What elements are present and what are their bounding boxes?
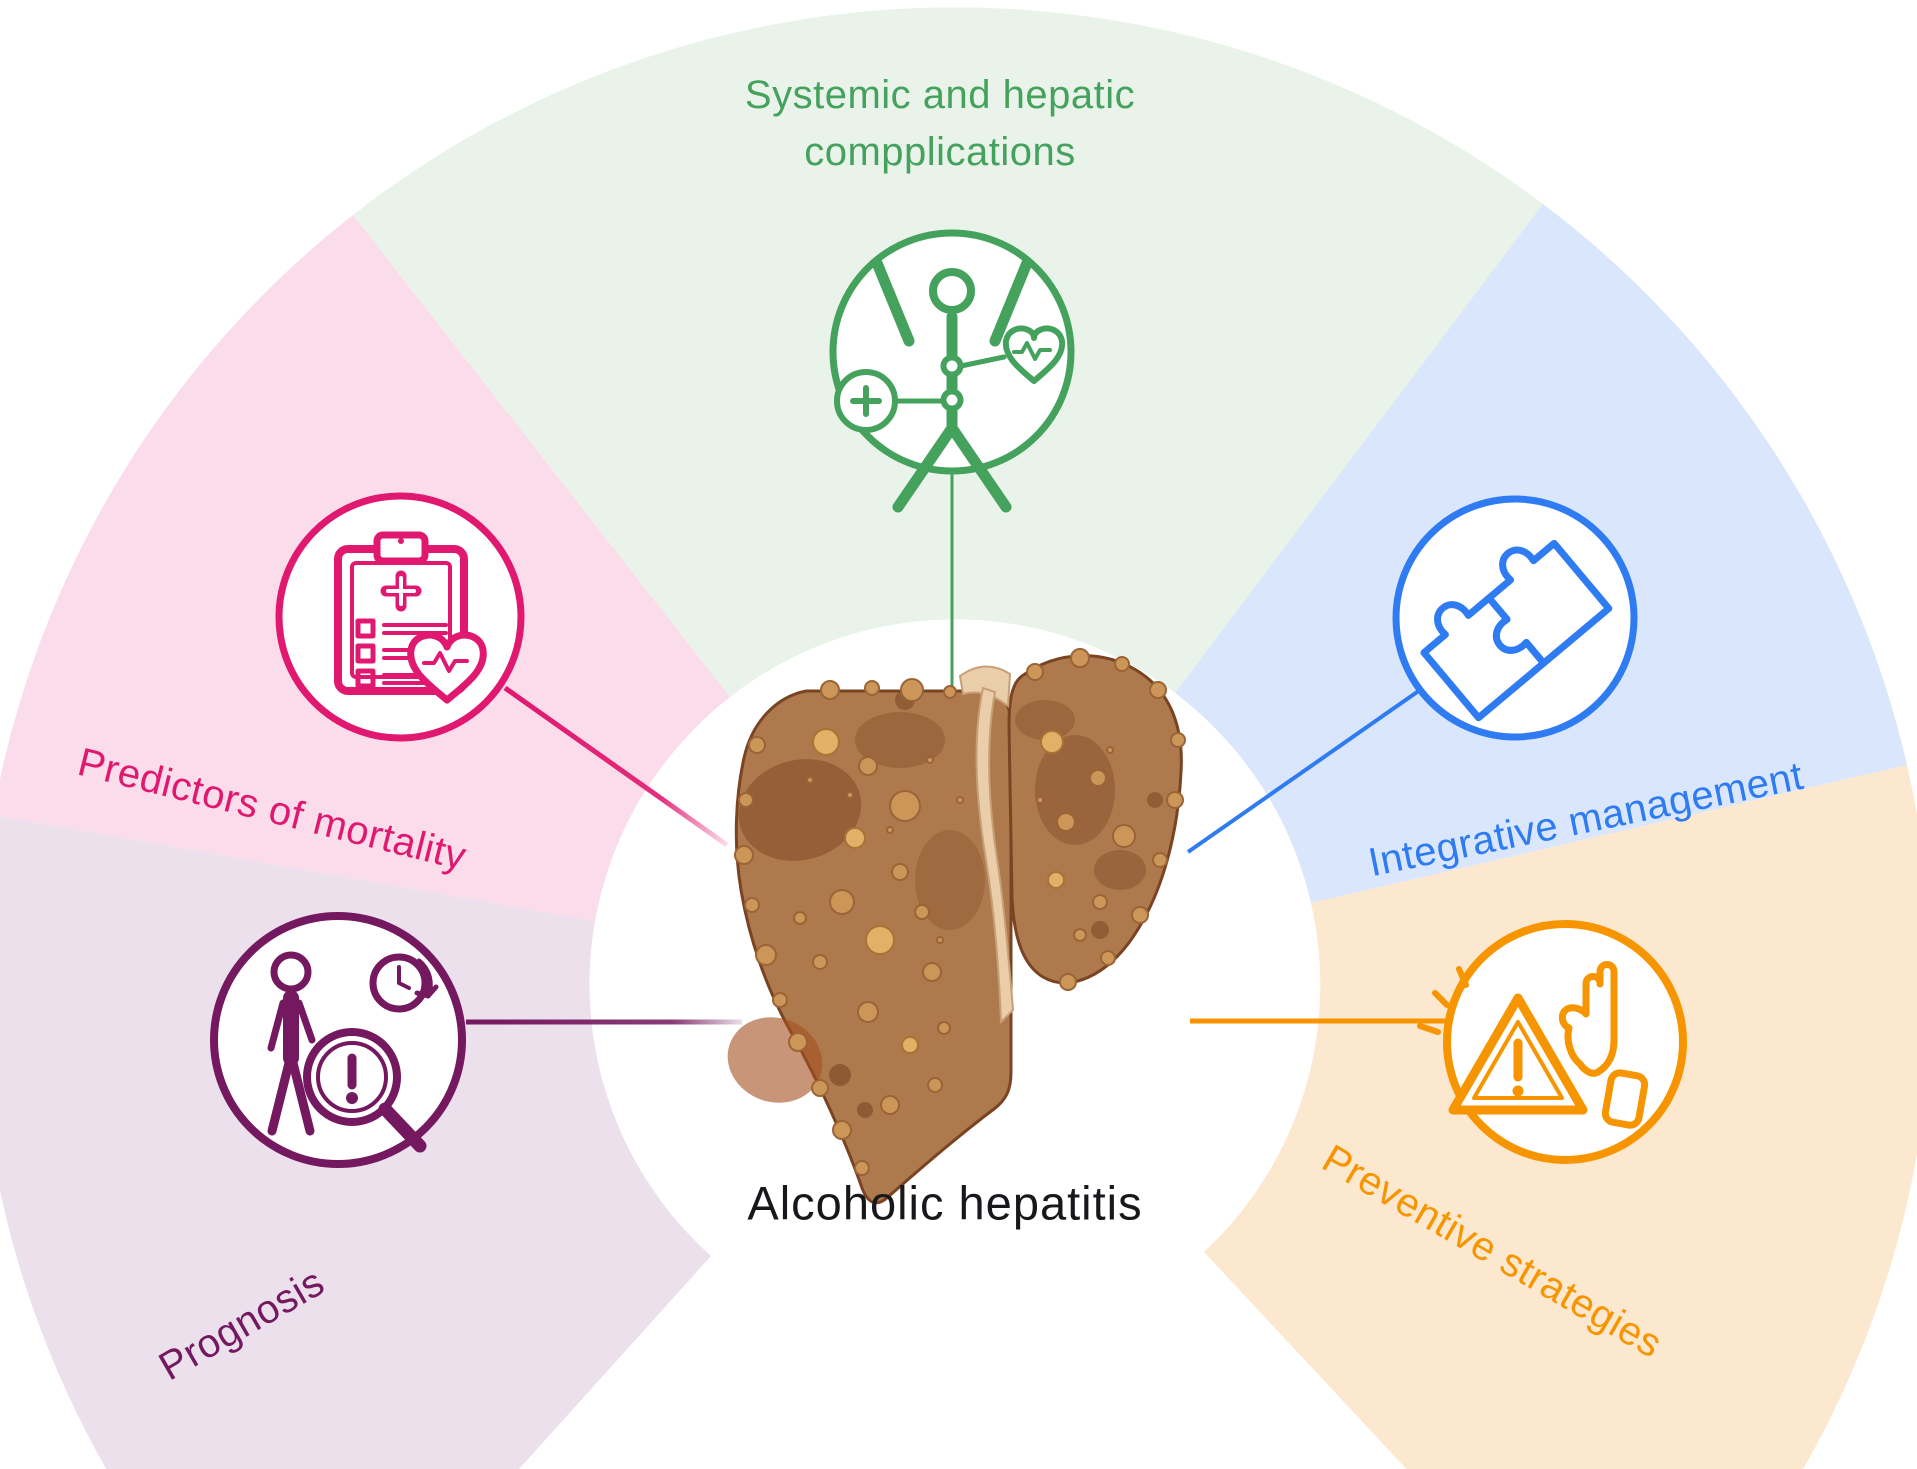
chest-node-lower [940,388,964,412]
label-systemic-line2: compplications [804,130,1076,174]
connector-pink [503,685,729,848]
checkbox-1 [355,618,376,639]
heart-ecg-line [1012,341,1052,361]
figure-arms [871,257,1033,347]
chest-node-upper [940,354,964,378]
alert-rays [1417,966,1469,1035]
prognosis-icon [210,912,466,1168]
puzzle-piece-right [1485,539,1613,667]
checkbox-3 [355,668,376,689]
warning-exclamation-dot [1512,1085,1524,1097]
person-legs [267,1050,315,1136]
magnifier-lens-inner [316,1041,388,1113]
clipboard-clip [373,531,429,565]
preventive-strategies-icon [1417,920,1687,1164]
clock-hands [397,965,411,990]
clock-arrow-head [414,984,439,999]
warning-triangle-inner [1472,1020,1564,1100]
integrative-management-icon [1392,495,1638,741]
person-arms [267,999,316,1052]
medical-plus-icon [850,385,882,417]
systemic-complications-icon [829,229,1075,513]
figure-head [929,268,975,314]
connector-blue [1186,688,1422,854]
label-systemic-complications: Systemic and hepatic compplications [745,67,1135,181]
falciform-ligament [975,686,1015,1025]
liver-illustration [727,648,1186,1205]
stop-hand [1558,961,1618,1077]
hand-cuff [1601,1069,1649,1129]
predictors-of-mortality-icon [275,492,525,742]
liver-dark-patches [727,690,1163,1118]
liver-nodules-bright [812,728,1065,1054]
figure-legs [892,422,1012,513]
magnifier-handle [378,1102,427,1153]
clipboard-clip-hole [398,538,404,544]
center-title: Alcoholic hepatitis [747,1176,1143,1230]
heart-ecg-line [422,651,469,673]
alert-exclamation-dot [346,1092,358,1104]
puzzle-pieces [1420,539,1613,722]
falciform-ligament-top [958,665,1012,708]
checkbox-2 [355,643,376,664]
liver-nodules [734,648,1186,1176]
heart-link-line [958,354,1007,369]
connector-lines [466,473,1448,1025]
label-systemic-line1: Systemic and hepatic [744,73,1136,117]
person-head [270,951,312,993]
clipboard-plus-inner [386,576,416,606]
